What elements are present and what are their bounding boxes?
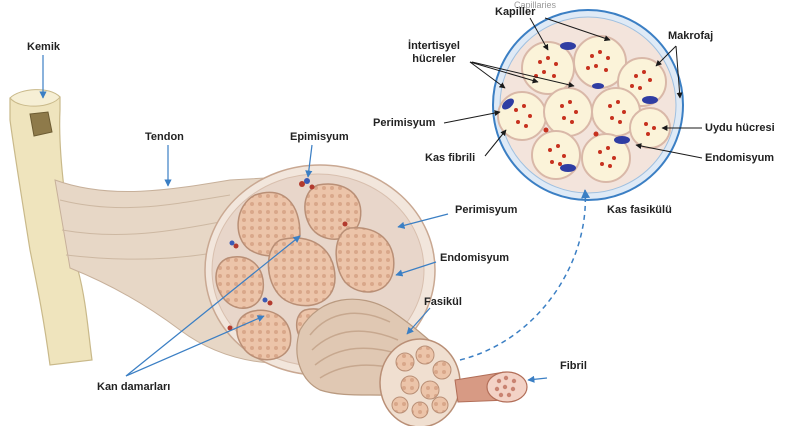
label-perimisyum-main: Perimisyum [455,204,517,217]
label-kemik: Kemik [27,41,60,54]
label-epimisyum: Epimisyum [290,131,349,144]
label-fasikul: Fasikül [424,296,462,309]
label-endomisyum-main: Endomisyum [440,252,509,265]
label-intertisyel-line2: hücreler [398,53,470,66]
label-uydu-hucresi: Uydu hücresi [705,122,775,135]
fascicle-inset [493,10,683,200]
fascicle [297,299,460,426]
label-perimisyum-inset: Perimisyum [373,117,435,130]
label-fibril: Fibril [560,360,587,373]
label-kas-fibrili: Kas fibrili [425,152,475,165]
label-kapiller: Kapiller [495,6,535,19]
label-kas-fasikulu: Kas fasikülü [607,204,672,217]
label-tendon: Tendon [145,131,184,144]
label-makrofaj: Makrofaj [668,30,713,43]
label-kan-damarlari: Kan damarları [97,381,170,394]
fibril [455,372,527,402]
label-intertisyel-hucreler: İntertisyel hücreler [398,40,470,66]
label-intertisyel-line1: İntertisyel [398,40,470,53]
label-endomisyum-inset: Endomisyum [705,152,774,165]
